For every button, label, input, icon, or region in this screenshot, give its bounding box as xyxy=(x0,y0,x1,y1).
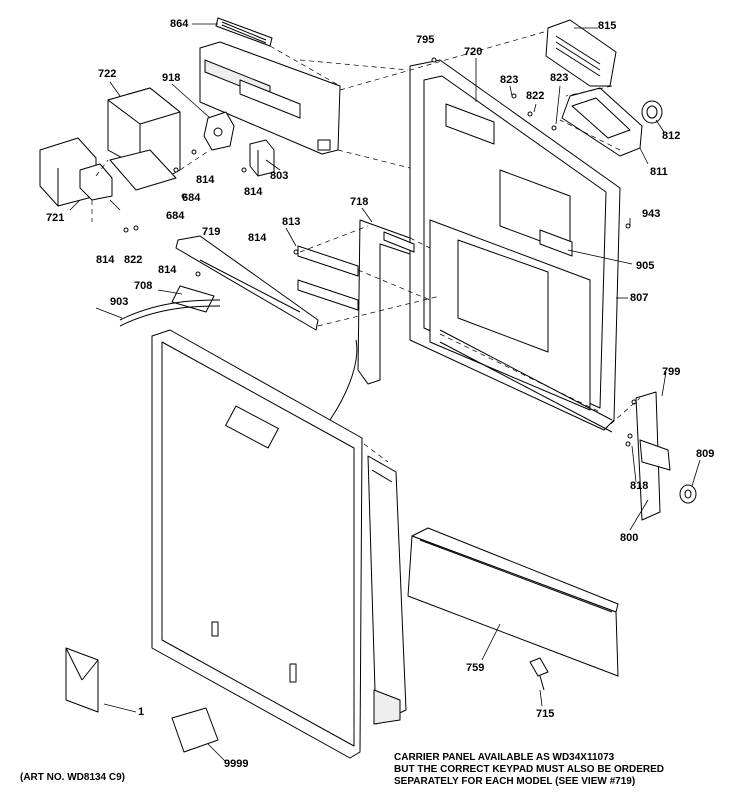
label-864: 864 xyxy=(170,18,189,30)
outer-door-panel xyxy=(151,329,363,759)
art-number: (ART NO. WD8134 C9) xyxy=(20,772,126,783)
vent-strip-part-864 xyxy=(215,17,273,47)
carrier-panel-part-719 xyxy=(175,235,319,331)
label-708: 708 xyxy=(134,280,153,292)
switch-part-803 xyxy=(249,139,275,177)
label-684a: 684 xyxy=(182,192,201,204)
label-818: 818 xyxy=(630,480,649,492)
label-822a: 822 xyxy=(526,90,545,102)
label-722: 722 xyxy=(98,68,117,80)
leader-lines xyxy=(69,23,701,763)
carrier-panel-note-line-3: SEPARATELY FOR EACH MODEL (SEE VIEW #719… xyxy=(394,776,636,787)
screw-part-715 xyxy=(529,657,549,691)
label-800: 800 xyxy=(620,532,639,544)
carrier-panel-note-line-2: BUT THE CORRECT KEYPAD MUST ALSO BE ORDE… xyxy=(394,764,665,775)
label-814e: 814 xyxy=(158,264,177,276)
label-943: 943 xyxy=(642,208,661,220)
label-814b: 814 xyxy=(244,186,263,198)
label-905: 905 xyxy=(636,260,655,272)
cable-part-903 xyxy=(119,299,221,327)
label-918: 918 xyxy=(162,72,181,84)
inner-door-liner-part-807 xyxy=(409,59,621,433)
label-809: 809 xyxy=(696,448,715,460)
label-803: 803 xyxy=(270,170,289,182)
shield-part-813 xyxy=(297,245,359,311)
label-719: 719 xyxy=(202,226,221,238)
label-799: 799 xyxy=(662,366,681,378)
handle-part-811 xyxy=(561,87,643,157)
label-822b: 822 xyxy=(124,254,143,266)
label-814a: 814 xyxy=(196,174,215,186)
label-720: 720 xyxy=(464,46,483,58)
ribbon-part-708 xyxy=(171,285,215,313)
label-903: 903 xyxy=(110,296,129,308)
label-684b: 684 xyxy=(166,210,185,222)
booklet-part-9999 xyxy=(171,707,219,753)
label-812: 812 xyxy=(662,130,681,142)
label-814c: 814 xyxy=(248,232,267,244)
label-759: 759 xyxy=(466,662,485,674)
sensor-part-918 xyxy=(203,111,235,151)
conduit-part-718 xyxy=(357,219,415,385)
bracket-part-905 xyxy=(539,229,573,257)
label-823b: 823 xyxy=(550,72,569,84)
label-807: 807 xyxy=(630,292,649,304)
knob-part-812 xyxy=(641,100,663,124)
wheel-part-809 xyxy=(679,484,697,504)
module-part-721 xyxy=(39,137,113,207)
label-823a: 823 xyxy=(500,74,519,86)
label-718: 718 xyxy=(350,196,369,208)
hinge-part-800 xyxy=(635,391,671,521)
label-9999: 9999 xyxy=(224,758,249,770)
toe-kick-part-759 xyxy=(407,527,619,677)
label-815: 815 xyxy=(598,20,617,32)
envelope-part-1 xyxy=(65,647,99,713)
fasteners xyxy=(123,57,637,447)
vent-cover-part-815 xyxy=(545,19,617,87)
label-715: 715 xyxy=(536,708,555,720)
label-814d: 814 xyxy=(96,254,115,266)
carrier-panel-note-line-1: CARRIER PANEL AVAILABLE AS WD34X11073 xyxy=(394,752,615,763)
label-721: 721 xyxy=(46,212,65,224)
label-811: 811 xyxy=(650,166,668,178)
assembly-lines xyxy=(91,31,641,463)
label-813: 813 xyxy=(282,216,301,228)
dispenser-part-722 xyxy=(107,87,181,191)
label-795: 795 xyxy=(416,34,435,46)
vent-housing xyxy=(199,41,341,155)
side-panel xyxy=(367,455,407,725)
label-1: 1 xyxy=(138,706,145,718)
